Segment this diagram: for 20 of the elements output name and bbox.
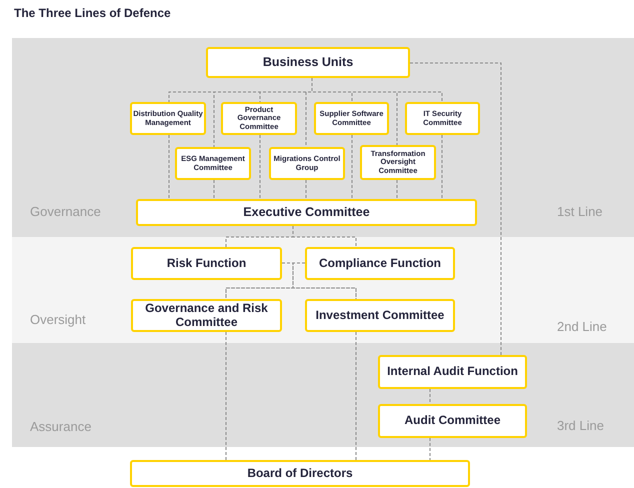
- tier-label: 2nd Line: [557, 319, 607, 334]
- tier-label: 3rd Line: [557, 418, 604, 433]
- org-box: Risk Function: [131, 247, 282, 280]
- org-box: Investment Committee: [305, 299, 455, 332]
- org-box: Board of Directors: [130, 460, 470, 487]
- tier-label: Assurance: [30, 419, 92, 434]
- org-box: Internal Audit Function: [378, 355, 527, 389]
- connector-line: [410, 62, 502, 356]
- org-box: Executive Committee: [136, 199, 477, 226]
- connector-line: [396, 180, 398, 200]
- diagram-title: The Three Lines of Defence: [14, 6, 171, 20]
- tier-label: Governance: [30, 204, 101, 219]
- org-box: Business Units: [206, 47, 410, 78]
- tier-label: Oversight: [30, 312, 86, 327]
- connector-line: [168, 134, 170, 200]
- org-box: Audit Committee: [378, 404, 527, 438]
- connector-line: [312, 78, 442, 102]
- org-box: Compliance Function: [305, 247, 455, 280]
- org-box: Governance and Risk Committee: [131, 299, 282, 332]
- tier-label: 1st Line: [557, 204, 603, 219]
